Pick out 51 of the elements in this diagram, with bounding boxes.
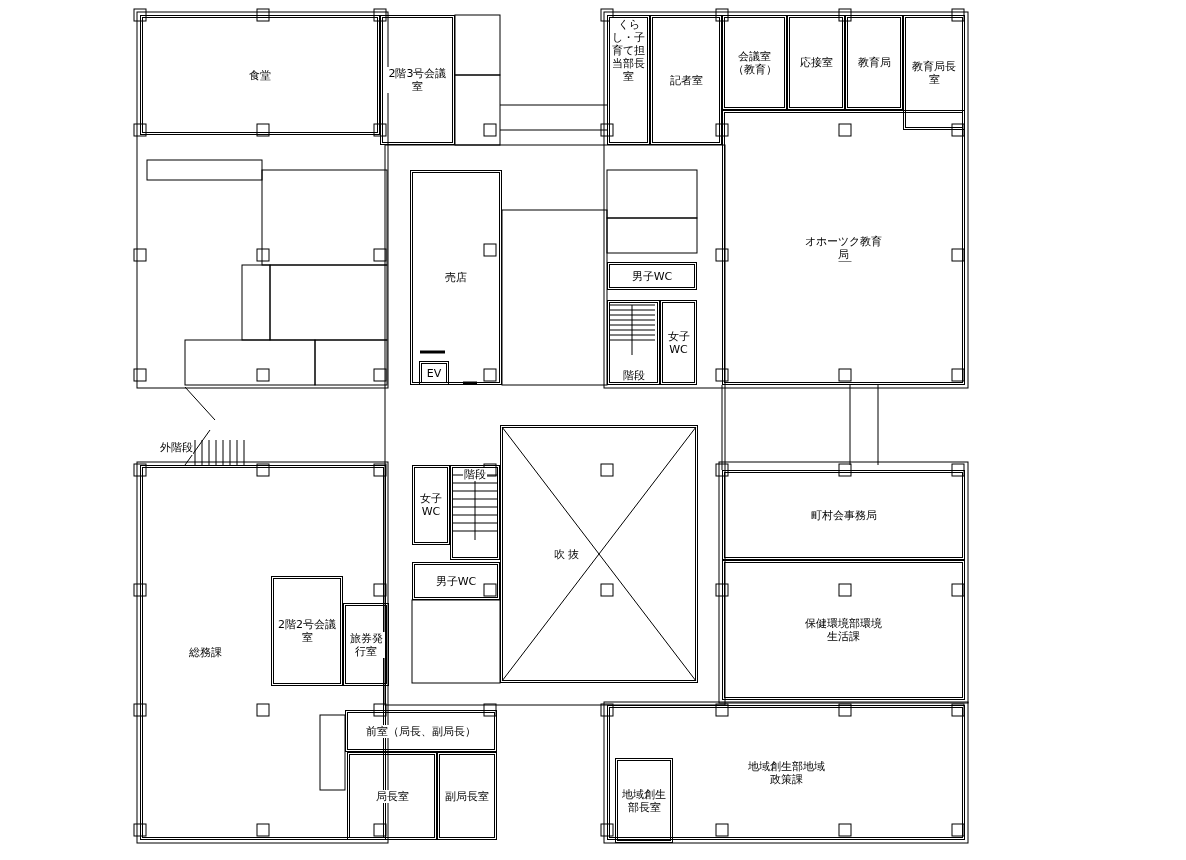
room-label: 旅券発行室	[347, 631, 385, 658]
room	[607, 300, 660, 385]
room	[450, 465, 500, 560]
room-label: 総務課	[188, 646, 223, 659]
room	[722, 15, 787, 110]
area-label: 外階段	[160, 440, 193, 455]
room-label: 男子WC	[630, 269, 674, 283]
room	[650, 15, 722, 145]
room	[845, 15, 903, 110]
room	[500, 425, 698, 683]
room	[903, 15, 965, 130]
room-label: 階段	[463, 468, 487, 481]
room	[607, 262, 697, 290]
room	[410, 170, 502, 385]
room	[607, 705, 965, 840]
room	[660, 300, 697, 385]
room	[722, 560, 965, 700]
room	[419, 361, 449, 385]
room	[345, 710, 497, 752]
room-label: 地域創生部地域政策課	[745, 759, 827, 786]
room	[722, 470, 965, 560]
room-label: 応接室	[798, 56, 834, 69]
room-label: 吹 抜	[553, 547, 581, 561]
room-label: EV	[425, 366, 443, 380]
room-label: くらし・子育て担当部長室	[610, 18, 647, 83]
room-label: 2階2号会議室	[276, 618, 338, 644]
room-label: 記者室	[668, 73, 704, 87]
room	[140, 15, 380, 135]
room-label: 男子WC	[434, 574, 478, 588]
room-label: 階段	[621, 369, 646, 382]
room	[437, 752, 497, 840]
room-label: 食堂	[248, 68, 272, 82]
room-label: 2階3号会議室	[386, 67, 449, 93]
room	[343, 603, 389, 686]
room	[615, 758, 673, 843]
room-label: 売店	[444, 271, 468, 284]
room-label: オホーツク教育局	[802, 234, 885, 261]
room	[412, 562, 500, 600]
room	[347, 752, 437, 840]
room	[722, 110, 965, 385]
room-label: 副局長室	[444, 789, 490, 803]
room	[380, 15, 455, 145]
room	[140, 465, 386, 840]
room-label: 保健環境部環境生活課	[802, 617, 885, 643]
room	[412, 465, 450, 545]
room-label: 局長室	[374, 789, 410, 803]
room	[787, 15, 845, 110]
room-label: 町村会事務局	[809, 508, 878, 522]
room-label: 教育局	[856, 56, 892, 69]
room	[607, 15, 650, 145]
room	[271, 576, 343, 686]
